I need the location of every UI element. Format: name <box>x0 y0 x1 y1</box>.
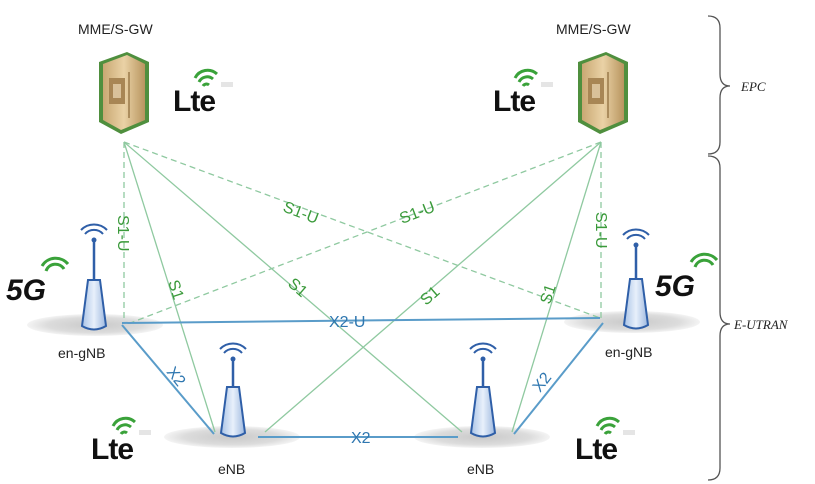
lte-text-bottom-right: Lte <box>575 433 617 466</box>
s1-label-left: S1 <box>164 278 186 302</box>
node-label-enb-right: eNB <box>467 461 494 477</box>
s1-label-center-left: S1 <box>284 275 310 301</box>
s1u-label-right-vertical: S1-U <box>592 212 609 248</box>
lte-text-bottom-left: Lte <box>91 433 133 466</box>
fiveg-text-left: 5G <box>6 274 46 307</box>
node-label-en-gnb-right: en-gNB <box>605 344 652 360</box>
x2-line-right <box>513 322 604 435</box>
core-label-left: MME/S-GW <box>78 21 153 37</box>
fiveg-logo-right: 5G <box>655 252 719 303</box>
lte-text-top-right: Lte <box>493 85 535 118</box>
section-label-eutran: E-UTRAN <box>733 317 789 332</box>
x2-line-left <box>121 324 215 435</box>
s1u-label-right-diag: S1-U <box>397 199 437 228</box>
s1-line-right-to-right-enb <box>511 141 602 433</box>
s1u-line-right-diag <box>124 141 602 326</box>
lte-logo-bottom-right: Lte <box>575 416 635 466</box>
s1-links <box>123 141 602 433</box>
x2-label-bottom: X2 <box>351 430 371 447</box>
node-label-enb-left: eNB <box>218 461 245 477</box>
s1-line-right-to-left-enb <box>264 141 602 433</box>
x2-label-right: X2 <box>530 369 556 395</box>
core-label-right: MME/S-GW <box>556 21 631 37</box>
lte-logo-bottom-left: Lte <box>91 416 151 466</box>
s1u-label-left-vertical: S1-U <box>114 215 131 251</box>
s1-label-right: S1 <box>538 282 560 306</box>
antenna-icon-en-gnb-left <box>80 223 108 331</box>
lte-logo-top-right: Lte <box>493 68 553 118</box>
x2u-label: X2-U <box>329 314 365 331</box>
s1-label-center-right: S1 <box>417 283 443 309</box>
s1u-label-left-diag: S1-U <box>281 199 321 228</box>
antenna-icon-en-gnb-right <box>622 228 650 330</box>
brace-epc <box>707 15 731 155</box>
x2-label-left: X2 <box>163 364 189 390</box>
s1u-links <box>123 141 602 326</box>
antenna-icon-enb-left <box>219 342 247 438</box>
lte-text-top-left: Lte <box>173 85 215 118</box>
x2u-line <box>121 317 601 324</box>
server-icon-left <box>99 52 149 134</box>
s1u-line-left-diag <box>123 141 601 319</box>
lte-logo-top-left: Lte <box>173 68 233 118</box>
s1-line-left-to-left-enb <box>123 141 216 433</box>
section-label-epc: EPC <box>740 79 766 94</box>
antenna-icon-enb-right <box>469 342 497 438</box>
node-label-en-gnb-left: en-gNB <box>58 345 105 361</box>
brace-eutran <box>707 155 731 481</box>
s1-line-left-to-right-enb <box>123 141 463 433</box>
fiveg-text-right: 5G <box>655 270 695 303</box>
x2-links <box>121 317 604 438</box>
server-icon-right <box>578 52 628 134</box>
fiveg-logo-left: 5G <box>6 256 70 307</box>
